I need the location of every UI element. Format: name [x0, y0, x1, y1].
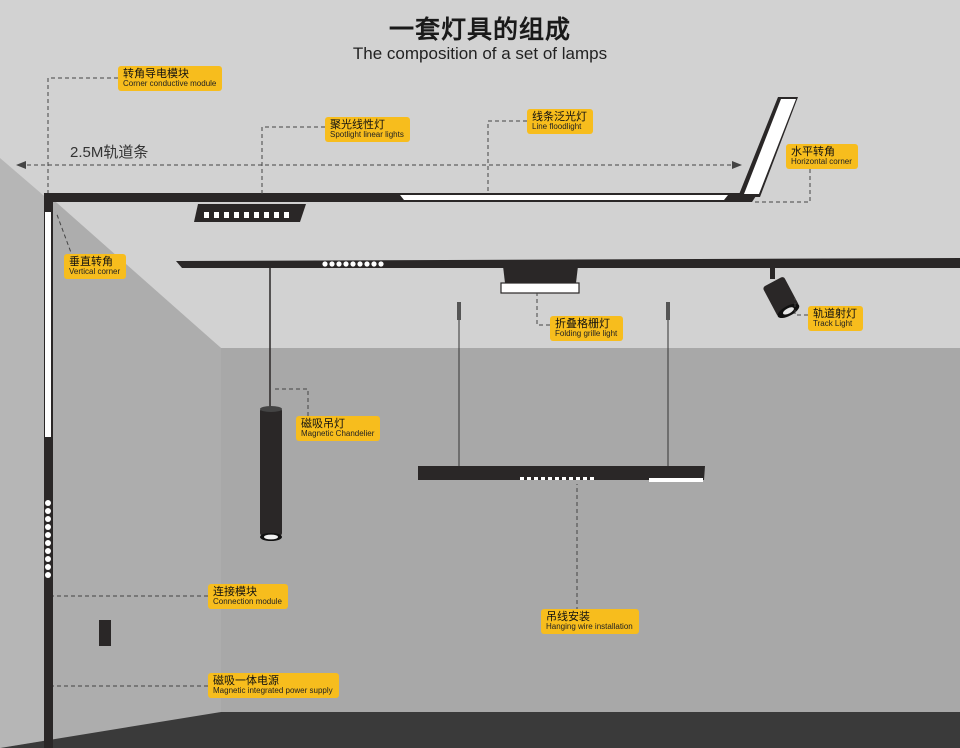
label-en: Connection module	[213, 597, 282, 606]
label-hanging-wire-installation: 吊线安装 Hanging wire installation	[541, 609, 639, 634]
page-subtitle: The composition of a set of lamps	[352, 44, 608, 63]
power-supply	[99, 620, 111, 646]
label-en: Hanging wire installation	[546, 622, 633, 631]
label-en: Magnetic integrated power supply	[213, 686, 333, 695]
label-en: Horizontal corner	[791, 157, 852, 166]
label-folding-grille-light: 折叠格栅灯 Folding grille light	[550, 316, 624, 341]
label-magnetic-chandelier: 磁吸吊灯 Magnetic Chandelier	[296, 416, 381, 441]
magnetic-chandelier	[260, 268, 282, 541]
left-wall-inner	[48, 195, 221, 748]
label-corner-conductive-module: 转角导电模块 Corner conductive module	[118, 66, 223, 91]
track-length-arrow	[16, 161, 742, 169]
page-title: 一套灯具的组成	[388, 15, 571, 44]
label-en: Track Light	[813, 319, 853, 328]
label-track-light: 轨道射灯 Track Light	[808, 306, 863, 331]
label-cn: 轨道射灯	[813, 307, 857, 320]
label-connection-module: 连接模块 Connection module	[208, 584, 288, 609]
track-spotlight	[763, 265, 800, 319]
label-en: Vertical corner	[69, 267, 121, 276]
back-wall	[221, 348, 960, 712]
label-cn: 水平转角	[791, 145, 835, 158]
label-horizontal-corner: 水平转角 Horizontal corner	[786, 144, 858, 169]
hanging-linear-light	[418, 302, 705, 482]
label-en: Magnetic Chandelier	[301, 429, 375, 438]
label-cn: 线条泛光灯	[532, 110, 587, 123]
label-en: Corner conductive module	[123, 79, 217, 88]
label-cn: 折叠格栅灯	[555, 317, 610, 330]
spotlight-linear-light	[194, 204, 306, 222]
leader-lines	[47, 77, 811, 687]
ceiling-track	[44, 97, 798, 202]
label-cn: 连接模块	[213, 585, 257, 598]
label-cn: 聚光线性灯	[330, 118, 385, 131]
label-cn: 垂直转角	[69, 255, 113, 268]
label-en: Spotlight linear lights	[330, 130, 404, 139]
label-vertical-corner: 垂直转角 Vertical corner	[64, 254, 127, 279]
second-track	[176, 258, 960, 268]
label-en: Folding grille light	[555, 329, 618, 338]
label-cn: 转角导电模块	[123, 67, 189, 80]
floor	[0, 712, 960, 748]
folding-grille-light	[500, 266, 580, 294]
vertical-track	[44, 196, 53, 748]
label-cn: 吊线安装	[546, 610, 590, 623]
label-magnetic-integrated-power-supply: 磁吸一体电源 Magnetic integrated power supply	[208, 673, 339, 698]
label-line-floodlight: 线条泛光灯 Line floodlight	[527, 109, 593, 134]
label-en: Line floodlight	[532, 122, 582, 131]
track-length-label: 2.5M轨道条	[70, 144, 149, 161]
label-cn: 磁吸吊灯	[301, 417, 345, 430]
label-cn: 磁吸一体电源	[213, 674, 279, 687]
label-spotlight-linear-lights: 聚光线性灯 Spotlight linear lights	[325, 117, 410, 142]
